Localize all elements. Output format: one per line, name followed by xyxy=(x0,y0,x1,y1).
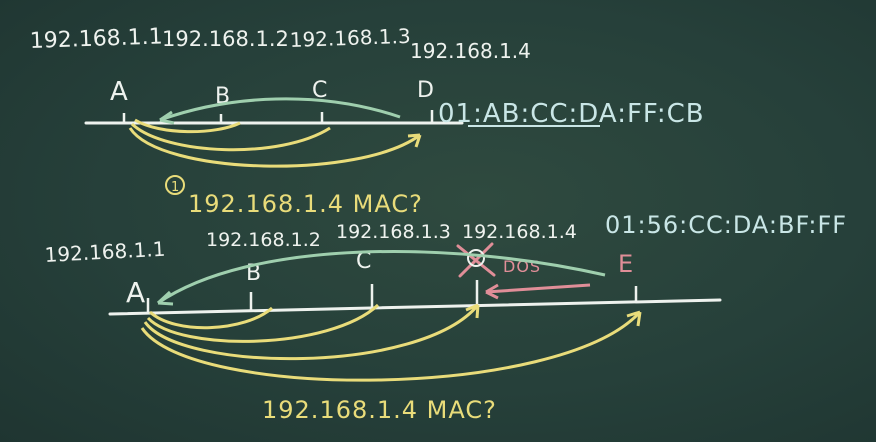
top-node-d: D xyxy=(417,78,434,103)
top-query: 192.168.1.4 MAC? xyxy=(188,190,423,218)
bottom-broadcast-arc-d xyxy=(143,304,480,361)
bottom-node-e: E xyxy=(618,250,633,278)
bottom-mac-e: 01:56:CC:DA:BF:FF xyxy=(605,211,847,239)
bottom-ip-d: 192.168.1.4 xyxy=(462,221,577,243)
dos-cross-mark xyxy=(456,242,496,278)
top-broadcast-arc-d xyxy=(128,127,421,168)
top-node-c: C xyxy=(312,78,327,103)
top-diagram: 192.168.1.1 192.168.1.2 192.168.1.3 192.… xyxy=(29,24,705,218)
top-ip-c: 192.168.1.3 xyxy=(289,24,411,52)
bottom-ip-b: 192.168.1.2 xyxy=(206,229,321,251)
top-step-marker: 1 xyxy=(171,180,179,195)
bottom-reply-arc xyxy=(157,250,606,305)
bottom-ip-c: 192.168.1.3 xyxy=(336,221,451,243)
top-broadcast-arc-b xyxy=(134,118,241,134)
top-reply-arc xyxy=(159,97,401,122)
bottom-query: 192.168.1.4 MAC? xyxy=(262,396,497,424)
bottom-broadcast-arc-e xyxy=(140,310,642,382)
bottom-broadcast-arc-c xyxy=(146,303,380,343)
top-node-a: A xyxy=(110,77,128,107)
bottom-node-c: C xyxy=(356,249,371,274)
bottom-ip-a: 192.168.1.1 xyxy=(44,237,166,267)
bottom-diagram: 192.168.1.1 192.168.1.2 192.168.1.3 192.… xyxy=(44,211,847,424)
top-step-circle xyxy=(165,175,185,195)
top-mac-d: 01:AB:CC:DA:FF:CB xyxy=(438,99,705,129)
top-broadcast-arc-c xyxy=(130,122,331,152)
top-ip-b: 192.168.1.2 xyxy=(162,27,289,51)
dos-reply-arrow xyxy=(485,283,591,294)
top-ip-d: 192.168.1.4 xyxy=(410,39,531,63)
bottom-node-a: A xyxy=(126,276,145,309)
top-ip-a: 192.168.1.1 xyxy=(29,24,163,54)
bottom-broadcast-arc-b xyxy=(148,306,273,330)
bottom-bus-line xyxy=(108,298,722,316)
